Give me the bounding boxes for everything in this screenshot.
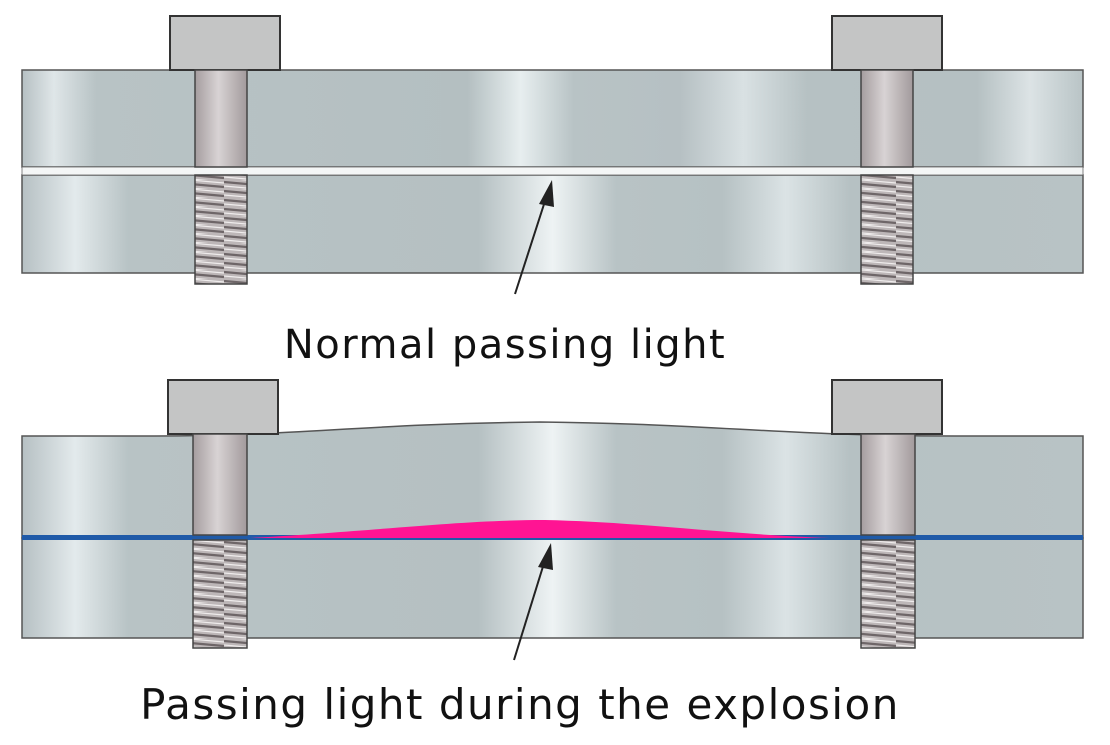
hex-bolt-icon bbox=[167, 379, 279, 649]
lower-plate bbox=[21, 537, 1084, 639]
upper-plate bbox=[21, 69, 1084, 168]
hex-bolt-icon bbox=[831, 379, 943, 649]
hex-bolt-icon bbox=[831, 15, 943, 285]
hex-bolt-icon bbox=[169, 15, 281, 285]
gas-fill bbox=[250, 520, 830, 538]
normal-gap bbox=[21, 166, 1084, 176]
pointer-arrow-icon bbox=[514, 180, 554, 295]
explosion-state-diagram bbox=[21, 379, 1084, 661]
normal-state-diagram bbox=[21, 15, 1084, 295]
normal-caption: Normal passing light bbox=[283, 322, 727, 368]
pointer-arrow-icon bbox=[513, 543, 553, 661]
explosion-caption: Passing light during the explosion bbox=[140, 680, 900, 729]
